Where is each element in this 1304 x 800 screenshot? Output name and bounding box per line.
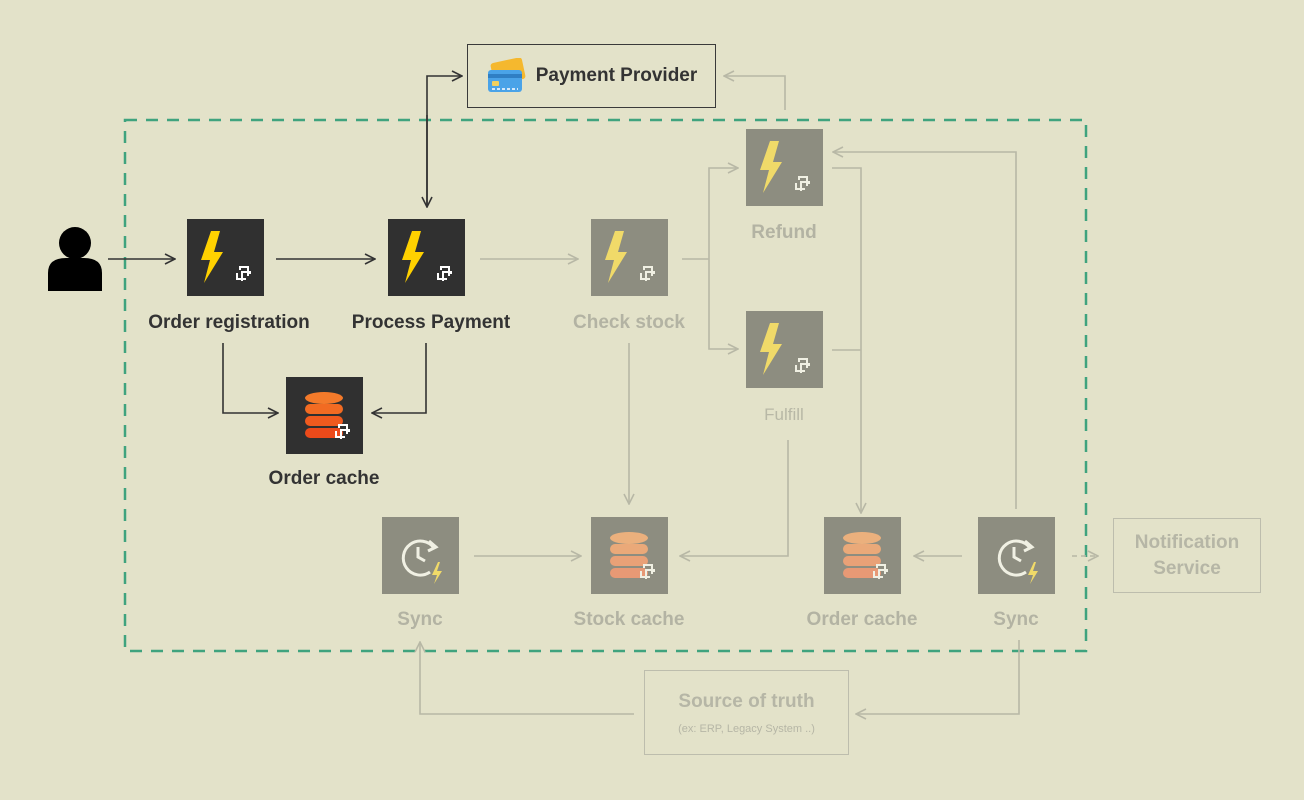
source-of-truth-box[interactable]: Source of truth (ex: ERP, Legacy System …	[644, 670, 849, 755]
user-icon	[48, 227, 102, 291]
order-cache-right-label: Order cache	[806, 609, 918, 630]
sync-left-label: Sync	[397, 609, 443, 630]
edge-refund-to-order-cache	[832, 167, 861, 513]
edge-payment-to-provider	[426, 76, 462, 206]
edge-fulfill-to-stock-cache	[680, 440, 789, 556]
order-cache-main-label: Order cache	[268, 468, 380, 489]
refund-node[interactable]	[746, 129, 823, 206]
stock-cache-label: Stock cache	[573, 609, 685, 630]
source-of-truth-subtitle: (ex: ERP, Legacy System ..)	[678, 722, 815, 735]
sync-right-node[interactable]	[978, 517, 1055, 594]
order-cache-right-node[interactable]	[824, 517, 901, 594]
notification-service-line1: Notification	[1134, 531, 1240, 553]
edge-sync-right-to-source-of-truth	[856, 640, 1020, 714]
edge-payment-to-order-cache	[372, 343, 427, 413]
fulfill-node[interactable]	[746, 311, 823, 388]
check-stock-label: Check stock	[573, 312, 685, 333]
sync-right-label: Sync	[993, 609, 1039, 630]
process-payment-node[interactable]	[388, 219, 465, 296]
notification-service-line2: Service	[1153, 557, 1221, 579]
sync-left-node[interactable]	[382, 517, 459, 594]
edge-to-fulfill	[708, 259, 738, 349]
order-cache-main-node[interactable]	[286, 377, 363, 454]
process-payment-label: Process Payment	[351, 312, 511, 333]
edge-registration-to-order-cache	[222, 343, 278, 413]
stock-cache-node[interactable]	[591, 517, 668, 594]
payment-provider-label: Payment Provider	[535, 65, 698, 86]
edge-source-of-truth-to-sync-left	[420, 642, 634, 715]
system-boundary	[123, 118, 1088, 653]
source-of-truth-title: Source of truth	[678, 690, 815, 712]
notification-service-box[interactable]: Notification Service	[1113, 518, 1261, 593]
order-registration-label: Order registration	[148, 312, 310, 333]
edge-to-refund	[708, 168, 738, 259]
refund-label: Refund	[751, 222, 817, 243]
edge-sync-right-to-refund	[833, 152, 1017, 509]
check-stock-node[interactable]	[591, 219, 668, 296]
edge-refund-to-provider	[724, 76, 786, 110]
fulfill-label: Fulfill	[764, 405, 804, 424]
payment-provider-box[interactable]: Payment Provider	[467, 44, 716, 108]
credit-card-icon	[487, 58, 526, 92]
order-registration-node[interactable]	[187, 219, 264, 296]
